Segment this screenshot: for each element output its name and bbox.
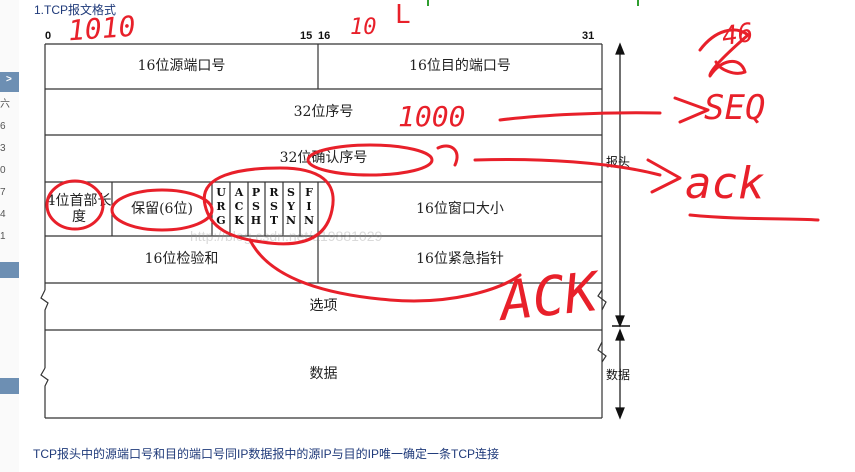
handwritten-ack-label: ack bbox=[685, 158, 765, 209]
left-gutter: > 六 6 3 0 7 4 1 bbox=[0, 0, 19, 472]
flag-letter: R bbox=[269, 186, 279, 199]
data-side-label: 数据 bbox=[606, 368, 631, 382]
checksum-field: 16位检验和 bbox=[144, 251, 219, 268]
flag-letter: N bbox=[303, 214, 315, 227]
flags-circle bbox=[202, 166, 335, 246]
handwritten-seq-value: 1000 bbox=[398, 100, 466, 133]
flag-letter: P bbox=[251, 186, 261, 199]
header-len-circle bbox=[45, 179, 105, 231]
scroll-marker bbox=[637, 0, 639, 6]
flag-letter: N bbox=[285, 214, 297, 227]
flag-letter: S bbox=[270, 200, 278, 213]
ack-underline bbox=[688, 213, 820, 222]
seq-arrow-line bbox=[498, 111, 662, 122]
top-right-swirl bbox=[698, 28, 750, 78]
scroll-marker bbox=[427, 0, 429, 6]
handwritten-top-bracket: L bbox=[395, 0, 411, 30]
flag-letter: C bbox=[234, 200, 244, 213]
flag-letter: K bbox=[234, 214, 244, 227]
data-field: 数据 bbox=[309, 365, 338, 382]
flag-letter: Y bbox=[287, 200, 295, 213]
ack-arrow-head bbox=[646, 158, 682, 194]
gutter-item: 7 bbox=[0, 187, 6, 198]
handwritten-top-left: 1010 bbox=[66, 9, 137, 48]
ack-number-field: 32位确认序号 bbox=[279, 150, 368, 167]
gutter-item: 1 bbox=[0, 231, 6, 242]
watermark: http://blog.csdn.net/a19881029 bbox=[190, 228, 383, 244]
handwritten-seq-label: SEQ bbox=[704, 88, 766, 128]
expand-button[interactable]: > bbox=[0, 72, 19, 92]
handwritten-top-right: 46 bbox=[720, 17, 756, 53]
flag-letter: A bbox=[234, 186, 244, 199]
flag-letter: S bbox=[287, 186, 295, 199]
section-heading: 1.TCP报文格式 bbox=[34, 3, 117, 17]
flag-letter: R bbox=[216, 200, 226, 213]
reserved-field: 保留(6位) bbox=[131, 200, 193, 217]
gutter-button[interactable] bbox=[0, 378, 19, 394]
ack-circle bbox=[306, 143, 434, 177]
gutter-item: 六 bbox=[0, 99, 10, 110]
seq-arrow-head bbox=[673, 96, 710, 124]
gutter-item: 0 bbox=[0, 165, 6, 176]
dest-port-field: 16位目的端口号 bbox=[409, 58, 511, 75]
handwritten-ack-flag: ACK bbox=[496, 260, 601, 333]
ack-tick bbox=[436, 144, 459, 167]
footer-note: TCP报头中的源端口号和目的端口号同IP数据报中的源IP与目的IP唯一确定一条T… bbox=[33, 447, 500, 461]
flag-letter: G bbox=[216, 214, 226, 227]
gutter-item: 3 bbox=[0, 143, 6, 154]
options-field: 选项 bbox=[309, 298, 338, 315]
gutter-button[interactable] bbox=[0, 262, 19, 278]
flag-letter: F bbox=[305, 186, 313, 199]
flag-letter: U bbox=[216, 186, 226, 199]
bit-number-15: 15 bbox=[300, 30, 313, 42]
ack-arrow-line bbox=[473, 158, 662, 177]
sequence-number-field: 32位序号 bbox=[293, 103, 354, 120]
flag-letter: S bbox=[252, 200, 260, 213]
gutter-item: 4 bbox=[0, 209, 6, 220]
handwritten-top-mid: 10 bbox=[350, 15, 377, 40]
flag-letter: T bbox=[269, 214, 279, 227]
header-length-field: 4位首部长度 bbox=[46, 192, 112, 225]
urgent-pointer-field: 16位紧急指针 bbox=[416, 251, 504, 268]
flags-swoop bbox=[248, 238, 522, 303]
bit-number-0: 0 bbox=[45, 30, 52, 42]
window-size-field: 16位窗口大小 bbox=[416, 200, 504, 217]
bit-number-16: 16 bbox=[318, 30, 331, 42]
source-port-field: 16位源端口号 bbox=[137, 58, 226, 75]
chevron-right-icon: > bbox=[6, 74, 12, 85]
reserved-circle bbox=[110, 188, 214, 232]
flag-letter: H bbox=[250, 214, 262, 227]
flag-letter: I bbox=[306, 200, 312, 213]
gutter-item: 6 bbox=[0, 121, 6, 132]
bit-number-31: 31 bbox=[582, 30, 595, 42]
